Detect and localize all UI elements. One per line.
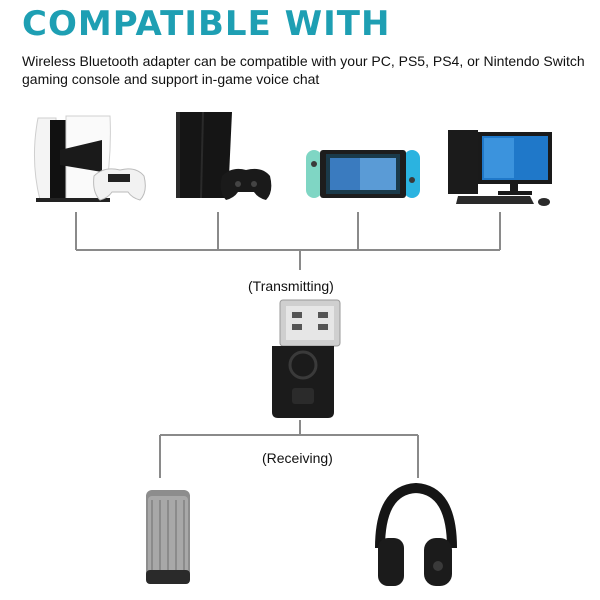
headphones-icon <box>375 482 457 586</box>
desktop-pc-icon <box>448 130 552 206</box>
ps5-console-icon <box>33 115 146 202</box>
page-subtitle: Wireless Bluetooth adapter can be compat… <box>22 53 585 87</box>
receiving-label: (Receiving) <box>262 450 333 466</box>
speaker-icon <box>146 490 190 584</box>
transmitting-label: (Transmitting) <box>248 278 334 294</box>
ps4-console-icon <box>176 111 272 200</box>
nintendo-switch-icon <box>306 150 420 198</box>
usb-bluetooth-adapter-icon <box>272 299 341 418</box>
connector-lines <box>75 212 501 478</box>
page-title: COMPATIBLE WITH <box>22 4 391 44</box>
